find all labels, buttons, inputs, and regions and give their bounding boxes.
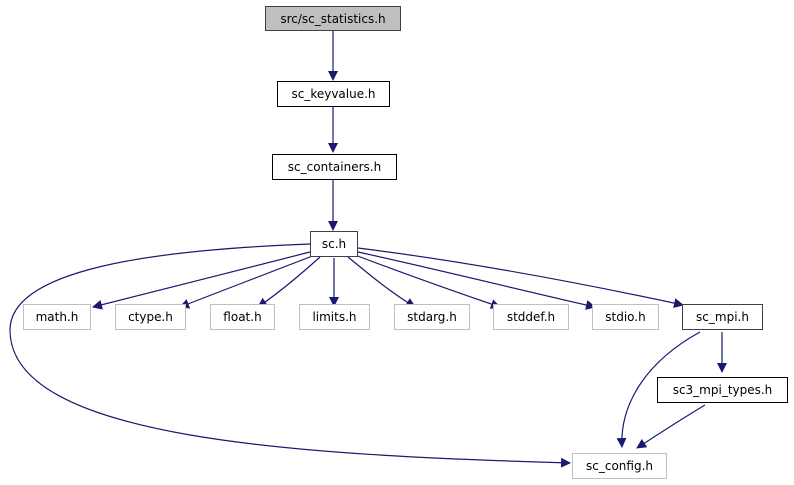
edge-sc-stddef (354, 254, 501, 309)
node-math: math.h (23, 304, 91, 330)
node-stdarg: stdarg.h (394, 304, 470, 330)
edge-sc-float (257, 256, 321, 308)
node-sc-config: sc_config.h (572, 453, 667, 479)
edge-mpi-types-config (636, 404, 706, 449)
edge-mpi-config (616, 331, 701, 448)
edge-sc-mpi (357, 247, 684, 308)
node-sc-keyvalue[interactable]: sc_keyvalue.h (277, 81, 390, 107)
edge-sc-ctype (179, 254, 316, 309)
edge-sc-stdarg (347, 256, 416, 308)
edge-sc-config (9, 243, 571, 468)
node-sc-containers[interactable]: sc_containers.h (272, 154, 397, 180)
node-sc[interactable]: sc.h (310, 231, 358, 257)
edge-sc-math (92, 251, 311, 310)
node-stdio: stdio.h (592, 304, 659, 330)
node-sc3-mpi-types[interactable]: sc3_mpi_types.h (657, 377, 788, 403)
edge-sc-stdio (357, 251, 596, 310)
node-sc-statistics: src/sc_statistics.h (265, 6, 401, 31)
node-ctype: ctype.h (115, 304, 186, 330)
node-float: float.h (210, 304, 275, 330)
node-stddef: stddef.h (493, 304, 569, 330)
node-sc-mpi[interactable]: sc_mpi.h (682, 304, 763, 330)
node-limits: limits.h (299, 304, 370, 330)
